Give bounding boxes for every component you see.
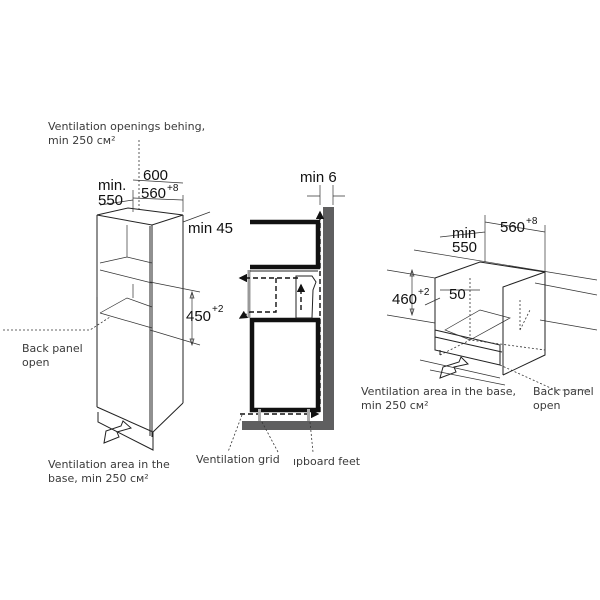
wall	[323, 207, 334, 430]
dim-550: 550	[98, 192, 123, 209]
oven	[249, 317, 321, 413]
vent-base-label: Ventilation area in the	[48, 458, 170, 471]
dim-460-tolerance: +2	[418, 287, 430, 298]
dim-600: 600	[143, 167, 168, 184]
vent-base-label-right-2: min 250 см²	[361, 399, 429, 412]
dim-550-right: 550	[452, 239, 477, 256]
back-panel-label-right-2: open	[533, 399, 560, 412]
dim-min6: min 6	[300, 169, 337, 186]
vent-base-label-right: Ventilation area in the base,	[361, 385, 516, 398]
dim-560-right: 560	[500, 219, 525, 236]
dim-560: 560	[141, 185, 166, 202]
back-panel-label: Back panel	[22, 342, 83, 355]
note-vent-openings-area: min 250 см²	[48, 134, 116, 147]
cupboard-feet-label: ıpboard feet	[293, 455, 361, 468]
undercounter-drawing	[386, 215, 598, 391]
dim-min45: min 45	[188, 220, 233, 237]
dim-560-tolerance: +8	[167, 183, 179, 194]
upper-cabinet	[250, 219, 321, 270]
ventilation-grid-label: Ventilation grid	[196, 453, 280, 466]
floor	[242, 421, 334, 430]
back-panel-label-2: open	[22, 356, 49, 369]
tall-cabinet-drawing	[3, 140, 211, 451]
dim-560-tolerance-right: +8	[526, 216, 538, 227]
dim-460: 460	[392, 291, 417, 308]
vent-base-label-2: base, min 250 см²	[48, 472, 149, 485]
section-drawing	[227, 185, 345, 453]
dim-50: 50	[449, 286, 466, 303]
back-panel-label-right: Back panel	[533, 385, 594, 398]
dim-min-right: min	[452, 225, 476, 242]
dim-min-label: min.	[98, 177, 126, 194]
airflow-arrow-icon-2	[439, 356, 470, 379]
dim-450: 450	[186, 308, 211, 325]
note-vent-openings: Ventilation openings behing,	[48, 120, 205, 133]
airflow-arrow-icon	[103, 420, 133, 444]
dim-450-tolerance: +2	[212, 304, 224, 315]
